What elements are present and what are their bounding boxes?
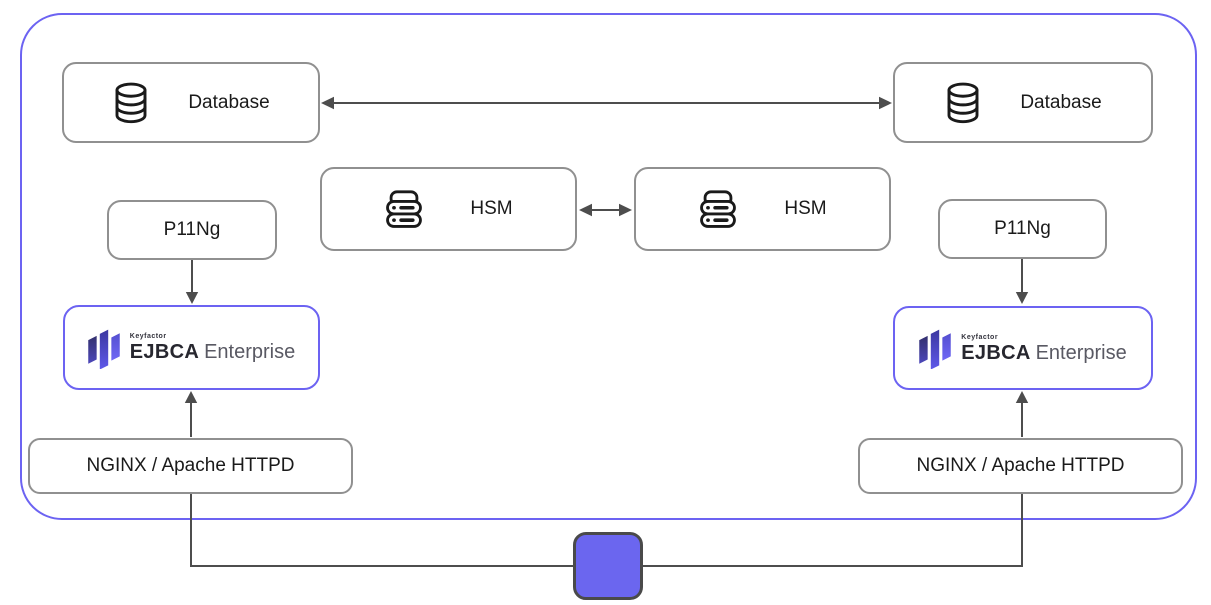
server-stack-icon	[698, 190, 738, 228]
node-label: HSM	[784, 198, 827, 219]
node-p11ng-left: P11Ng	[107, 200, 277, 260]
edition-label: Enterprise	[1035, 341, 1127, 364]
node-database-left: Database	[62, 62, 320, 143]
connector-webserver-hub-left	[190, 494, 573, 567]
node-label: Database	[188, 91, 270, 113]
connector-webserver-ejbca-right	[1015, 391, 1029, 437]
node-database-right: Database	[893, 62, 1153, 143]
brand-label: Keyfactor	[129, 333, 167, 340]
node-label: Database	[1020, 91, 1102, 113]
brand-label: Keyfactor	[961, 333, 999, 341]
keyfactor-logo-icon	[919, 327, 952, 369]
connector-hub-node	[573, 532, 643, 600]
node-webserver-left: NGINX / Apache HTTPD	[28, 438, 353, 494]
node-label: NGINX / Apache HTTPD	[916, 455, 1125, 476]
node-hsm-right: HSM	[634, 167, 891, 251]
connector-p11ng-ejbca-left	[185, 260, 199, 304]
database-icon	[112, 82, 150, 124]
connector-webserver-hub-right	[643, 494, 1023, 567]
node-label: HSM	[470, 198, 513, 219]
node-p11ng-right: P11Ng	[938, 199, 1107, 259]
connector-database-replication	[321, 96, 892, 110]
node-label: P11Ng	[163, 219, 221, 240]
edition-label: Enterprise	[204, 341, 296, 363]
keyfactor-logo-icon	[88, 327, 120, 369]
product-label: EJBCA	[129, 341, 200, 363]
connector-hsm-replication	[579, 203, 632, 217]
node-hsm-left: HSM	[320, 167, 577, 251]
connector-webserver-ejbca-left	[184, 391, 198, 437]
cluster-boundary-frame	[20, 13, 1197, 520]
database-icon	[944, 82, 982, 124]
server-stack-icon	[384, 190, 424, 228]
node-label: NGINX / Apache HTTPD	[86, 455, 295, 476]
node-webserver-right: NGINX / Apache HTTPD	[858, 438, 1183, 494]
node-label: P11Ng	[994, 218, 1051, 239]
connector-p11ng-ejbca-right	[1015, 259, 1029, 304]
product-label: EJBCA	[961, 341, 1031, 364]
